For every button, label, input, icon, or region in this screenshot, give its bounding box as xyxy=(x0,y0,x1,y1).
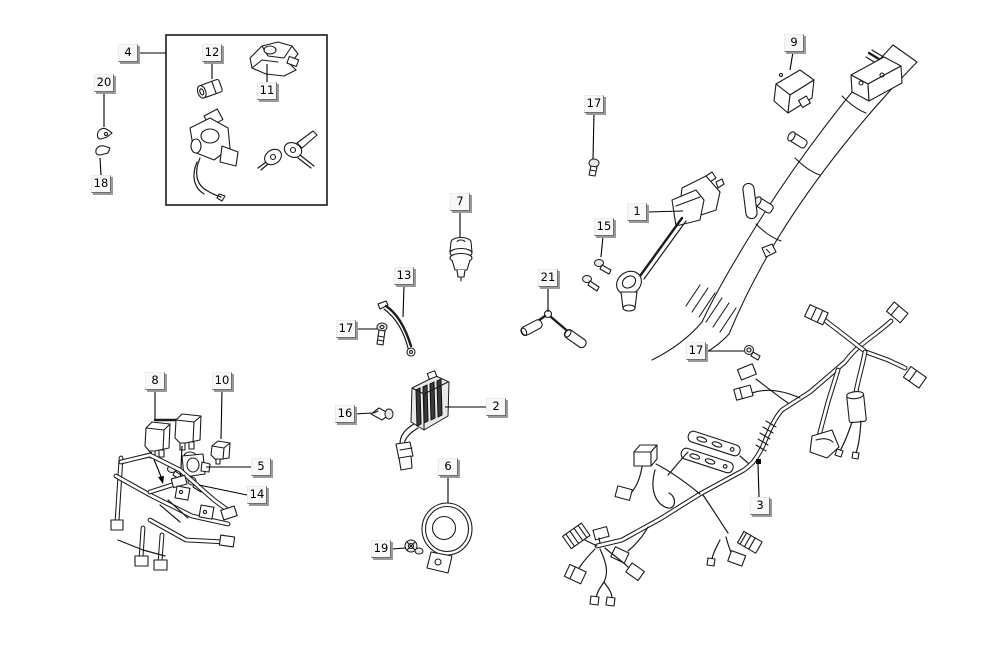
part-label-17[interactable]: 17 xyxy=(584,95,604,113)
part-label-17[interactable]: 17 xyxy=(686,342,706,360)
frame-left xyxy=(110,452,238,571)
leader-line-19 xyxy=(390,547,407,550)
part-label-19[interactable]: 19 xyxy=(371,540,391,558)
lock-bracket xyxy=(249,41,300,77)
leader-line-13 xyxy=(402,284,405,318)
part-label-11[interactable]: 11 xyxy=(257,82,277,100)
voltage-regulator xyxy=(395,370,450,471)
part-label-9[interactable]: 9 xyxy=(784,34,804,52)
part-label-21[interactable]: 21 xyxy=(538,269,558,287)
part-label-12[interactable]: 12 xyxy=(202,44,222,62)
part-label-20[interactable]: 20 xyxy=(94,74,114,92)
part-label-2[interactable]: 2 xyxy=(486,398,506,416)
lock-cylinder xyxy=(196,78,223,99)
jumper-lead xyxy=(520,309,587,349)
clip-18 xyxy=(95,145,111,156)
rectifier-box xyxy=(773,69,815,114)
screws-15 xyxy=(582,259,612,292)
part-label-10[interactable]: 10 xyxy=(212,372,232,390)
part-label-6[interactable]: 6 xyxy=(438,458,458,476)
cable-13 xyxy=(377,300,416,357)
lock-kit-box xyxy=(165,34,328,206)
screw-19 xyxy=(404,539,424,555)
relay-10 xyxy=(210,440,231,465)
part-label-7[interactable]: 7 xyxy=(450,193,470,211)
relays-8 xyxy=(144,413,202,459)
leader-line-10 xyxy=(220,389,223,440)
leader-line-18 xyxy=(99,157,102,176)
part-label-18[interactable]: 18 xyxy=(91,175,111,193)
ignition-switch xyxy=(189,108,239,202)
keys xyxy=(257,130,318,171)
part-label-5[interactable]: 5 xyxy=(251,458,271,476)
leader-lines xyxy=(99,51,794,550)
leader-line-14 xyxy=(198,484,248,496)
part-label-14[interactable]: 14 xyxy=(247,486,267,504)
screw-16 xyxy=(370,407,394,421)
bolt-17-harness xyxy=(744,345,761,361)
leader-line-16 xyxy=(354,412,372,415)
frame-spine xyxy=(651,44,918,361)
part-label-13[interactable]: 13 xyxy=(394,267,414,285)
part-label-17[interactable]: 17 xyxy=(336,320,356,338)
leader-line-17 xyxy=(592,112,595,160)
part-label-4[interactable]: 4 xyxy=(118,44,138,62)
part-label-15[interactable]: 15 xyxy=(594,218,614,236)
part-label-16[interactable]: 16 xyxy=(335,405,355,423)
wiring-harness xyxy=(562,301,927,607)
part-label-8[interactable]: 8 xyxy=(145,372,165,390)
leader-line-1 xyxy=(646,210,684,213)
clip-20 xyxy=(96,127,113,140)
part-label-1[interactable]: 1 xyxy=(627,203,647,221)
horn xyxy=(421,502,473,574)
bolt-17-middle xyxy=(376,322,388,346)
leader-line-3 xyxy=(757,463,760,498)
part-label-3[interactable]: 3 xyxy=(750,497,770,515)
leader-line-9 xyxy=(789,51,794,71)
ignition-coil xyxy=(616,171,725,312)
bolt-17-top xyxy=(588,158,600,177)
flasher-cylinder xyxy=(449,236,473,282)
leader-line-15 xyxy=(600,235,604,258)
